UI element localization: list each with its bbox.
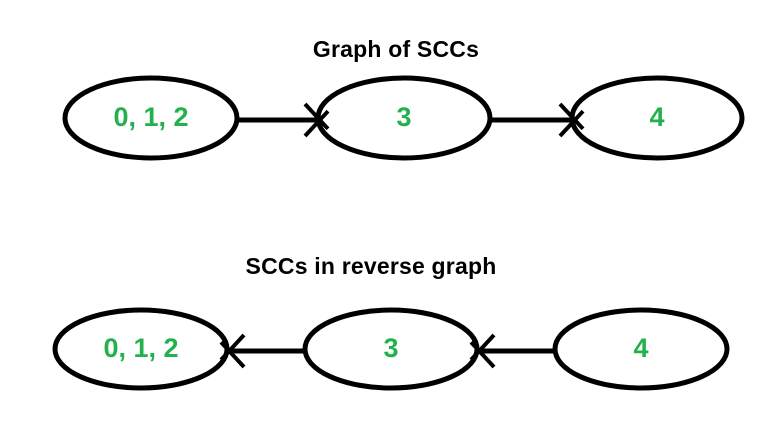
node-ellipse[interactable] [62, 75, 240, 161]
node-label: 4 [649, 102, 664, 132]
node-label: 3 [396, 102, 411, 132]
arrowhead-right-icon [558, 102, 585, 138]
graph-node-0-1-2-top[interactable]: 0, 1, 2 [62, 75, 240, 161]
arrowhead-right-icon [303, 102, 330, 138]
graph-title-top: Graph of SCCs [313, 36, 479, 62]
node-label: 0, 1, 2 [103, 333, 178, 363]
graph-node-0-1-2-bottom[interactable]: 0, 1, 2 [52, 307, 230, 391]
arrowhead-left-icon [219, 333, 246, 369]
node-label: 3 [383, 333, 398, 363]
graph-node-4-bottom[interactable]: 4 [552, 307, 730, 391]
graph-edge-bottom-0 [219, 333, 305, 369]
graph-edge-top-1 [491, 102, 585, 138]
graph-section-sccs-in-reverse-graph: SCCs in reverse graph 0, 1, 2 3 4 [52, 253, 730, 391]
graph-edge-bottom-1 [469, 333, 555, 369]
graph-edge-top-0 [238, 102, 330, 138]
graph-title-bottom: SCCs in reverse graph [246, 253, 497, 279]
arrowhead-left-icon [469, 333, 496, 369]
node-label: 4 [633, 333, 648, 363]
node-label: 0, 1, 2 [113, 102, 188, 132]
graph-node-3-top[interactable]: 3 [315, 75, 493, 161]
graph-section-graph-of-sccs: Graph of SCCs 0, 1, 2 3 4 [62, 36, 745, 161]
graph-node-4-top[interactable]: 4 [569, 75, 745, 161]
graph-node-3-bottom[interactable]: 3 [302, 307, 480, 391]
